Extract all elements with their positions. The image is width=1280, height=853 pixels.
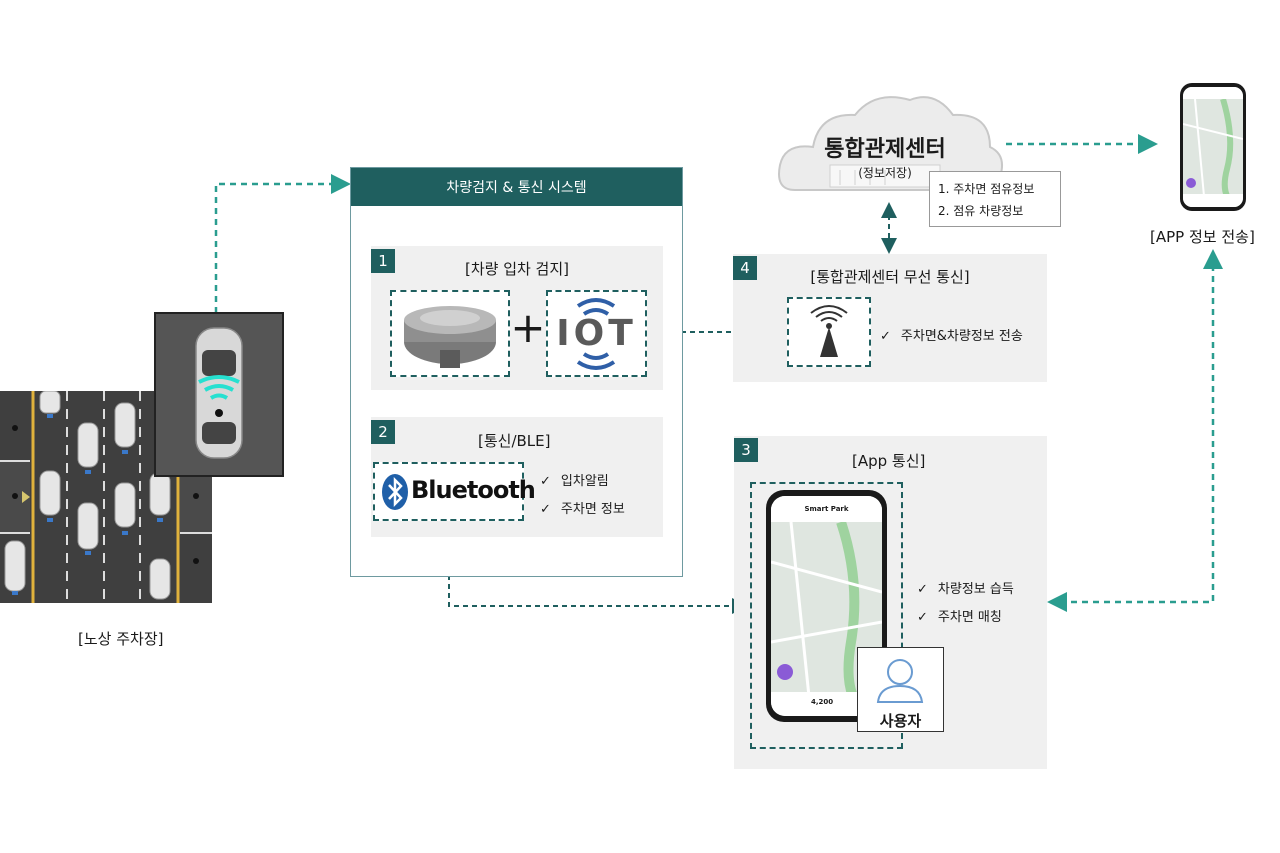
section1-title: [차량 입차 검지] [464,260,570,278]
user-icon [876,659,924,703]
cloud-info-1: 1. 주차면 점유정보 [938,182,1035,196]
iot-label: IOT [556,313,637,354]
section1-number: 1 [371,249,395,273]
section2-title: [통신/BLE] [478,432,551,450]
antenna-icon [810,305,848,357]
iot-signal-icon [576,298,616,370]
app-price: 4,200 [811,698,834,706]
section4-check-1: 주차면&차량정보 전송 [880,325,1023,344]
plus-sign: + [510,303,546,352]
section3-number: 3 [734,438,758,462]
sensor-device-icon [404,306,496,368]
bluetooth-icon [382,474,408,510]
parking-caption: [노상 주차장] [78,630,164,648]
parking-lot-image [0,390,212,603]
parking-car-closeup [154,312,284,477]
sensor-box [390,290,510,377]
section2-check-1: 입차알림 [540,470,609,489]
cloud-info-2: 2. 점유 차량정보 [938,204,1024,218]
cloud-icon [778,96,1003,192]
antenna-box [787,297,871,367]
app-screen: Smart Park 4,200 [771,496,882,716]
cloud-title: 통합관제센터 [824,137,946,162]
section4-title: [통합관제센터 무선 통신] [810,268,970,286]
cloud-subtitle: (정보저장) [858,166,912,180]
top-phone-map [1183,98,1243,207]
bluetooth-label: Bluetooth [411,476,536,504]
user-label: 사용자 [879,712,922,730]
parking-lot-drawing [0,390,212,603]
section4-number: 4 [733,256,757,280]
section3-check-2: 주차면 매칭 [917,606,1002,625]
top-phone-caption: [APP 정보 전송] [1150,228,1255,246]
arrow-phone-section3 [1047,249,1223,612]
top-phone-header [1183,87,1243,99]
car-with-sensor-drawing [195,327,243,459]
section2-check-2: 주차면 정보 [540,498,625,517]
cloud-info-box: 1. 주차면 점유정보 2. 점유 차량정보 [929,171,1061,227]
app-header: Smart Park [771,496,882,522]
section4-panel [733,254,1047,382]
top-phone-screen [1183,87,1243,207]
bluetooth-box: Bluetooth [373,462,536,521]
top-phone [1180,83,1246,211]
section3-check-1: 차량정보 습득 [917,578,1014,597]
system-box-header: 차량검지 & 통신 시스템 [351,168,682,206]
section2-number: 2 [371,420,395,444]
app-name: Smart Park [804,505,849,513]
user-box: 사용자 [857,647,944,732]
iot-box: IOT [546,290,647,377]
section3-title: [App 통신] [852,452,926,470]
